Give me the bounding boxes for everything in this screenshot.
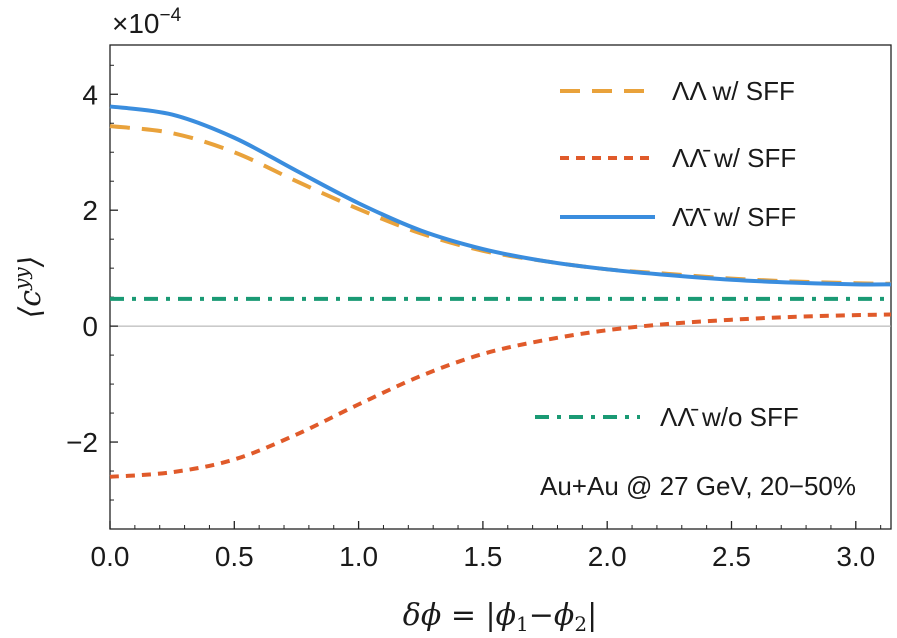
x-tick-label: 3.0 [836,541,875,572]
x-tick-label: 0.5 [215,541,254,572]
x-tick-label: 0.0 [91,541,130,572]
series-layer [109,104,892,479]
x-tick-label: 1.5 [463,541,502,572]
y-axis-label: ⟨cyy⟩ [9,256,48,319]
x-tick-label: 1.0 [339,541,378,572]
series-line-1 [109,312,892,479]
y-tick-label: 2 [82,195,98,226]
series-line-2 [109,104,892,287]
legend-label-0: ΛΛ w/ SFF [672,76,795,106]
legend-label-2: Λ̄Λ̄ w/ SFF [672,202,796,232]
legend-label-3: ΛΛ̄ w/o SFF [660,402,799,432]
y-tick-label: 4 [82,79,98,110]
x-tick-label: 2.5 [712,541,751,572]
y-tick-label: −2 [66,427,98,458]
y-tick-label: 0 [82,311,98,342]
ticks-layer: 0.0 0.5 1.0 1.5 2.0 2.5 3.0 −2 0 2 4 [66,64,882,572]
annotation: Au+Au @ 27 GeV, 20−50% [540,471,856,501]
legend-label-1: ΛΛ̄ w/ SFF [672,143,796,173]
x-axis-label: δϕ = |ϕ1−ϕ2| [403,598,597,636]
series-line-0 [109,124,892,286]
legend: ΛΛ w/ SFF ΛΛ̄ w/ SFF Λ̄Λ̄ w/ SFF ΛΛ̄ w/o SF… [535,76,799,432]
y-multiplier: ×10−4 [112,5,182,39]
x-tick-label: 2.0 [588,541,627,572]
plot-frame [109,44,892,530]
